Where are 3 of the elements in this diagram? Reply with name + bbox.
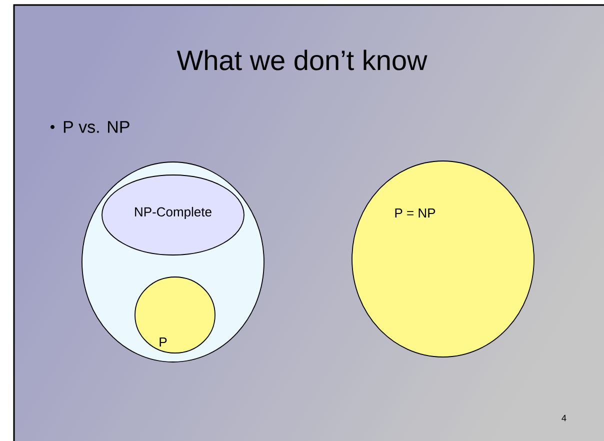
page-number: 4 <box>562 414 566 422</box>
slide-title: What we don’t know <box>176 50 428 70</box>
bullet-text: P vs. NP <box>64 121 130 133</box>
